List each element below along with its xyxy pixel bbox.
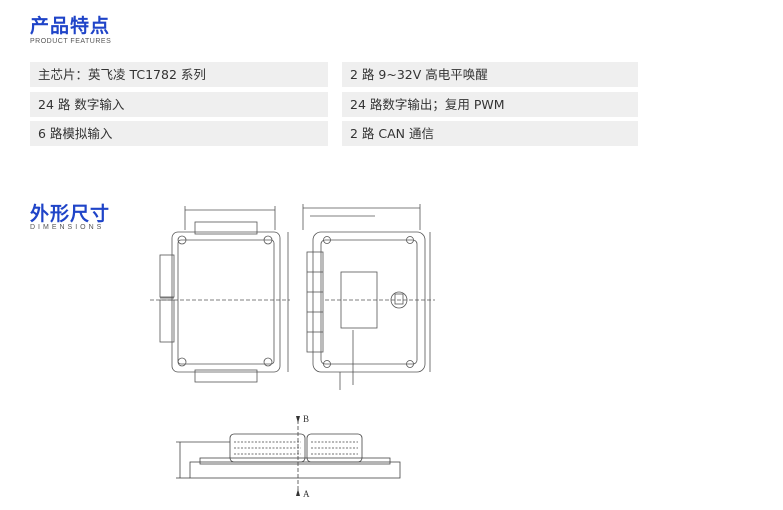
feature-item: 6 路模拟输入 (30, 121, 328, 146)
feature-item: 2 路 CAN 通信 (342, 121, 638, 146)
feature-item: 24 路数字输出；复用 PWM (342, 92, 638, 117)
front-view-drawing (150, 206, 290, 383)
features-subtitle: PRODUCT FEATURES (30, 38, 112, 45)
feature-item: 2 路 9~32V 高电平唤醒 (342, 62, 638, 87)
rear-view-drawing (302, 204, 435, 390)
feature-item: 主芯片：英飞凌 TC1782 系列 (30, 62, 328, 87)
side-view-drawing (176, 416, 401, 496)
features-title: 产品特点 (30, 15, 111, 37)
feature-item: 24 路 数字输入 (30, 92, 328, 117)
dimensions-title: 外形尺寸 (30, 203, 111, 225)
side-view-label-a: A (303, 489, 310, 499)
dimensions-subtitle: DIMENSIONS (30, 224, 105, 231)
side-view-label-b: B (303, 414, 310, 424)
